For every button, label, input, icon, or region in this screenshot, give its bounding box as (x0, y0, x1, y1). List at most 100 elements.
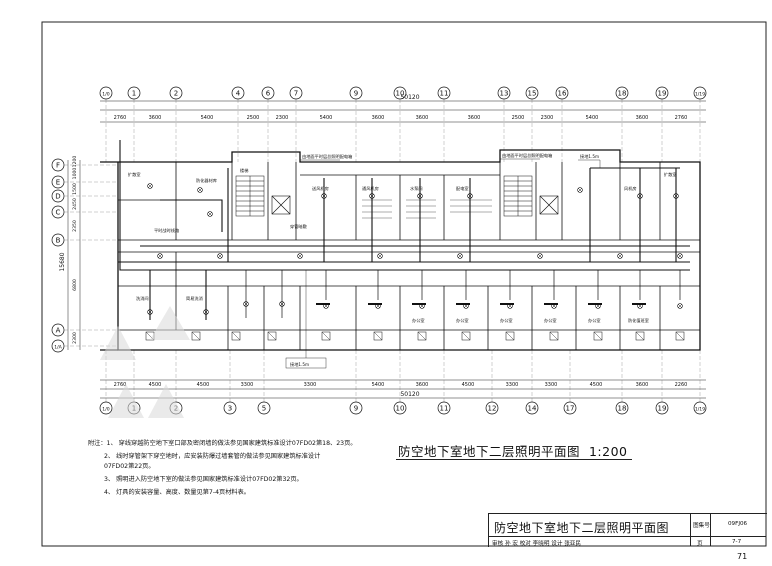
top-axis-bubble-7: 10 (393, 86, 407, 100)
room-label-11: 办公室 (588, 317, 601, 324)
bottom-axis-bubble-5: 9 (349, 401, 363, 415)
door-swing (267, 331, 277, 341)
bottom-axis-bubble-label: 17 (566, 405, 575, 413)
bottom-span-dimension: 3300 (304, 382, 317, 388)
left-span-dimension: 2350 (72, 220, 78, 232)
drawing-scale: 1:200 (588, 444, 628, 459)
note-line-5: 4、 灯具的安装容量、高度、数量见第7-4页材料表。 (104, 489, 250, 496)
bottom-axis-bubble-11: 18 (615, 401, 629, 415)
bottom-dimension-lines (100, 379, 706, 399)
fluorescent-lamp (456, 303, 470, 305)
bottom-axis-bubbles: 1/012359101112141718191/19 (99, 401, 707, 415)
left-axis-label: C (56, 209, 61, 217)
lamp-symbol (207, 211, 213, 217)
lamp-symbol (467, 193, 473, 199)
bottom-span-dimension: 3600 (636, 382, 649, 388)
overall-dimension-top: 50120 (400, 94, 419, 101)
top-axis-bubble-label: 10 (396, 90, 405, 98)
review-row: 审核 孙 宏 校对 李晓明 设计 张亚民 (492, 541, 581, 547)
door-symbol (461, 331, 471, 341)
left-axis-label: B (56, 237, 61, 245)
overall-dimension-bottom: 50120 (400, 391, 419, 398)
bottom-axis-bubble-13: 1/19 (693, 401, 707, 415)
door-symbol (373, 331, 383, 341)
lamp-symbol (377, 253, 383, 259)
bottom-axis-bubble-0: 1/0 (99, 401, 113, 415)
room-label-9: 办公室 (500, 317, 513, 324)
door-symbol (549, 331, 559, 341)
room-label-12: 防化值班室 (628, 317, 649, 324)
left-axis-bubble-5: A (51, 323, 65, 337)
top-span-dimension: 5400 (201, 115, 214, 121)
sheet-frame (41, 21, 767, 547)
bottom-axis-bubble-label: 18 (618, 405, 627, 413)
door-symbol (321, 331, 331, 341)
top-span-dimension: 2500 (512, 115, 525, 121)
note-line-4: 3、 照明进入防空地下室的做法参见国家建筑标准设计07FD02第32页。 (104, 476, 303, 483)
interior-walls (118, 162, 700, 350)
callout-2: 由地面平时层总照明配电箱 (502, 152, 552, 159)
bottom-axis-bubble-label: 19 (658, 405, 667, 413)
top-axis-bubble-4: 6 (261, 86, 275, 100)
title-block (488, 513, 767, 547)
top-axis-bubble-8: 11 (437, 86, 451, 100)
top-span-dimension: 2300 (541, 115, 554, 121)
room-label-2: 防化器材库 (196, 177, 217, 184)
lamp-symbol (457, 253, 463, 259)
room-label-10: 办公室 (544, 317, 557, 324)
left-span-dimension: 1500 (72, 183, 78, 195)
callout-3: 平时战时线路 (154, 227, 180, 234)
lamp-symbol (677, 253, 683, 259)
top-span-dimension: 3600 (149, 115, 162, 121)
bottom-span-dimension: 5400 (372, 382, 385, 388)
lamp-symbol (321, 193, 327, 199)
left-axis-bubble-2: D (51, 189, 65, 203)
bottom-span-dimension: 3300 (545, 382, 558, 388)
top-axis-bubble-label: 7 (294, 90, 298, 98)
drawing-title: 防空地下室地下二层照明平面图 1:200 (398, 441, 628, 460)
room-label-3: 送风机房 (312, 185, 329, 192)
left-span-dimension: 2300 (72, 332, 78, 344)
top-axis-bubble-13: 19 (655, 86, 669, 100)
lamp-symbol (637, 193, 643, 199)
room-hatching (362, 199, 492, 219)
room-label-4: 通风机房 (362, 185, 379, 192)
door-swing (231, 331, 241, 341)
bottom-axis-bubble-label: 14 (528, 405, 537, 413)
top-axis-bubble-label: 11 (440, 90, 449, 98)
top-axis-bubble-10: 15 (525, 86, 539, 100)
lamp-symbol (147, 309, 153, 315)
top-axis-bubble-label: 9 (354, 90, 358, 98)
door-symbol (267, 331, 277, 341)
lighting-wiring (118, 140, 690, 320)
office-branch-wiring (245, 270, 681, 318)
top-axis-bubble-0: 1/0 (99, 86, 113, 100)
lamp-symbol (243, 301, 249, 307)
lamp-symbol (417, 193, 423, 199)
top-axis-bubble-12: 18 (615, 86, 629, 100)
bottom-axis-bubble-label: 1/0 (102, 407, 109, 413)
top-span-dimension: 3600 (416, 115, 429, 121)
bottom-span-dimension: 4500 (149, 382, 162, 388)
bottom-span-dimension: 3300 (241, 382, 254, 388)
door-symbol (675, 331, 685, 341)
sheet-page-number: 71 (737, 552, 748, 561)
bottom-span-dimension: 2260 (675, 382, 688, 388)
bottom-span-dimension: 4500 (462, 382, 475, 388)
door-swing (373, 331, 383, 341)
door-swing (505, 331, 515, 341)
top-axis-bubble-1: 1 (127, 86, 141, 100)
room-label-15: 风机房 (624, 185, 637, 192)
callout-6: 接地1.5m (580, 153, 599, 160)
lamp-symbol (677, 303, 683, 309)
left-dimension-lines (67, 160, 81, 350)
left-axis-label: 1/A (54, 345, 62, 351)
top-axis-bubble-5: 7 (289, 86, 303, 100)
left-axis-bubble-1: E (51, 175, 65, 189)
left-axis-bubble-6: 1/A (51, 339, 65, 353)
door-swing (549, 331, 559, 341)
left-axis-label: F (56, 162, 60, 170)
